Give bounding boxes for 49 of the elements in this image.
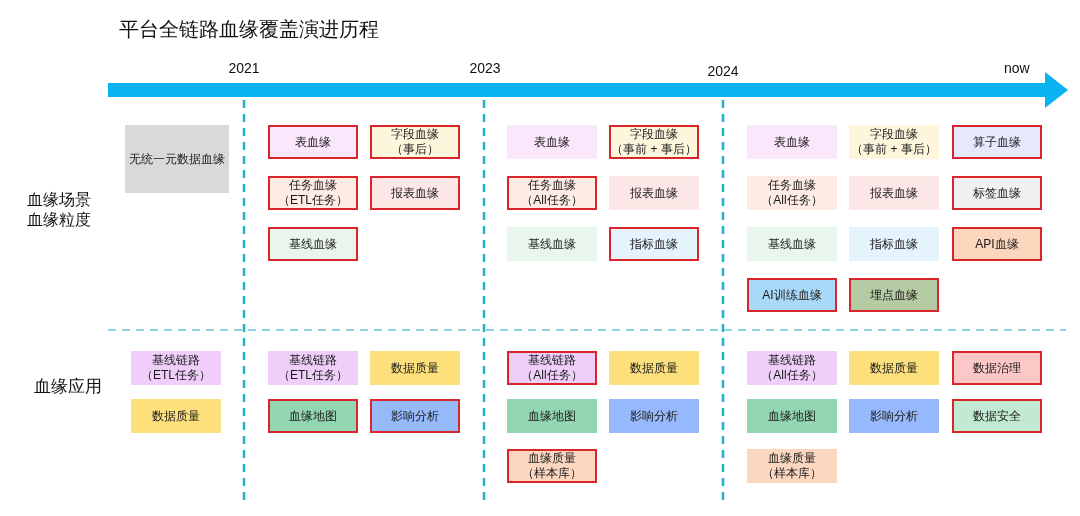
feature-box: 标签血缘 (952, 176, 1042, 210)
feature-box: 报表血缘 (609, 176, 699, 210)
feature-box: 任务血缘（ETL任务） (268, 176, 358, 210)
feature-box: 基线血缘 (507, 227, 597, 261)
feature-box: 报表血缘 (370, 176, 460, 210)
feature-box: 任务血缘（All任务） (507, 176, 597, 210)
feature-box: 表血缘 (268, 125, 358, 159)
row-label: 血缘场景 (27, 190, 91, 210)
year-label: 2021 (228, 60, 260, 76)
feature-box: 基线链路（ETL任务） (268, 351, 358, 385)
feature-box: 数据治理 (952, 351, 1042, 385)
row-label: 血缘粒度 (27, 210, 91, 230)
year-label: 2023 (469, 60, 501, 76)
year-label: 2024 (707, 63, 739, 79)
feature-box: 指标血缘 (849, 227, 939, 261)
feature-box: 血缘地图 (747, 399, 837, 433)
feature-box: 基线血缘 (268, 227, 358, 261)
feature-box: 任务血缘（All任务） (747, 176, 837, 210)
diagram-title: 平台全链路血缘覆盖演进历程 (119, 17, 379, 42)
feature-box: 影响分析 (370, 399, 460, 433)
feature-box: 血缘质量（样本库） (507, 449, 597, 483)
note-box: 无统一元数据血缘 (125, 125, 229, 193)
feature-box: 报表血缘 (849, 176, 939, 210)
feature-box: 血缘地图 (507, 399, 597, 433)
feature-box: 字段血缘（事前 + 事后） (849, 125, 939, 159)
feature-box: 算子血缘 (952, 125, 1042, 159)
row-label: 血缘应用 (34, 376, 102, 397)
feature-box: 数据安全 (952, 399, 1042, 433)
feature-box: 表血缘 (507, 125, 597, 159)
feature-box: 表血缘 (747, 125, 837, 159)
feature-box: 数据质量 (849, 351, 939, 385)
timeline-label: now (1004, 60, 1030, 76)
feature-box: 影响分析 (609, 399, 699, 433)
feature-box: 血缘质量（样本库） (747, 449, 837, 483)
feature-box: 字段血缘（事前 + 事后） (609, 125, 699, 159)
feature-box: 基线血缘 (747, 227, 837, 261)
feature-box: 字段血缘（事后） (370, 125, 460, 159)
feature-box: API血缘 (952, 227, 1042, 261)
feature-box: 基线链路（All任务） (747, 351, 837, 385)
feature-box: 指标血缘 (609, 227, 699, 261)
feature-box: 基线链路（All任务） (507, 351, 597, 385)
feature-box: 基线链路（ETL任务） (131, 351, 221, 385)
feature-box: 埋点血缘 (849, 278, 939, 312)
feature-box: 数据质量 (609, 351, 699, 385)
feature-box: 影响分析 (849, 399, 939, 433)
feature-box: AI训练血缘 (747, 278, 837, 312)
feature-box: 数据质量 (131, 399, 221, 433)
feature-box: 数据质量 (370, 351, 460, 385)
feature-box: 血缘地图 (268, 399, 358, 433)
